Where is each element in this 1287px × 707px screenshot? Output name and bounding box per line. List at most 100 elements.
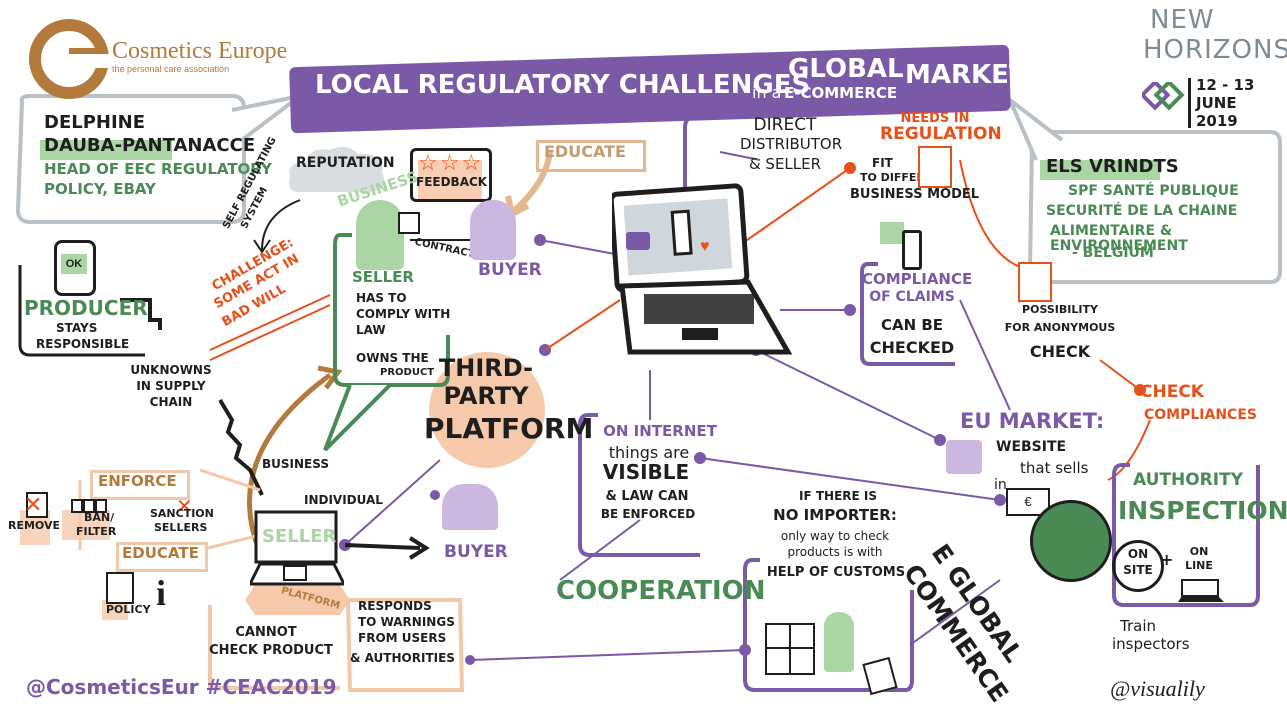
- basket-icon-2: [946, 440, 982, 474]
- eu-market-l1: WEBSITE: [996, 439, 1067, 455]
- speaker-right-line2: SECURITÉ DE LA CHAINE: [1046, 203, 1238, 219]
- title-part3-top: GLOBAL: [788, 54, 904, 84]
- event-line2: HORIZONS: [1143, 35, 1287, 65]
- boxes-icon: [762, 618, 818, 678]
- on-line-1: ON: [1189, 545, 1209, 558]
- ban-l2: FILTER: [76, 525, 117, 538]
- event-line1: NEW: [1150, 5, 1215, 35]
- on-site-circle: [1112, 540, 1164, 592]
- buyer-bottom-person-icon: [442, 484, 498, 530]
- plus-label: +: [1160, 550, 1174, 569]
- cloud-icon: [286, 142, 392, 202]
- unknowns-line1: UNKNOWNS: [130, 363, 212, 377]
- educate-bottom-box: [116, 542, 208, 572]
- cannot-l2: CHECK PRODUCT: [209, 643, 333, 658]
- title-part3-bottom: e-COMMERCE: [784, 84, 898, 102]
- internet-l4: & LAW CAN: [605, 489, 689, 504]
- speaker-right-name: ELS VRINDTS: [1046, 156, 1179, 177]
- event-month: JUNE: [1196, 94, 1237, 112]
- seller-box-l3: LAW: [356, 323, 386, 337]
- individual-label: INDIVIDUAL: [304, 493, 383, 507]
- eu-market-title: EU MARKET:: [960, 409, 1105, 433]
- seller-box-l2: COMPLY WITH: [356, 307, 451, 321]
- sanction-l1: SANCTION: [150, 507, 214, 520]
- feedback-label: FEEDBACK: [416, 175, 488, 189]
- on-line-2: LINE: [1185, 559, 1213, 572]
- seller-box-l4: OWNS the: [356, 351, 429, 365]
- title-part2: in a: [752, 83, 782, 102]
- basket-icon: [626, 232, 650, 250]
- person-icon: [356, 200, 404, 270]
- fit-l1: FIT: [872, 156, 893, 170]
- stars-icon: ☆☆☆: [418, 150, 484, 175]
- logo-ring: [28, 18, 111, 100]
- bottle-remove-icon: [26, 492, 48, 518]
- claims-l4: CHECKED: [869, 338, 955, 357]
- speaker-right-line1: SPF SANTÉ PUBLIQUE: [1068, 183, 1239, 199]
- ok-label: OK: [61, 254, 87, 274]
- document-icon-2: [1018, 262, 1052, 302]
- info-icon: i: [156, 573, 167, 613]
- buyer-bottom-label: BUYER: [444, 542, 508, 562]
- cross-icon: ✕: [24, 492, 43, 517]
- responds-l2: TO WARNINGS: [358, 615, 455, 629]
- event-year: 2019: [1196, 112, 1238, 130]
- thumbs-up-icon: [880, 222, 904, 244]
- responds-l4: & AUTHORITIES: [350, 651, 455, 665]
- producer-sub1: STAYS: [56, 321, 98, 335]
- authority-l1: AUTHORITY: [1132, 470, 1244, 490]
- name-highlight: [40, 140, 172, 160]
- third-party-l1: THIRD-: [438, 354, 534, 382]
- seller-top-label: SELLER: [352, 268, 414, 286]
- speaker-left-name1: DELPHINE: [44, 112, 146, 133]
- signature-label: @visualily: [1110, 676, 1205, 701]
- no-importer-l4: products is with: [787, 545, 883, 559]
- buyer-person-icon: [470, 200, 516, 260]
- needs-reg-l2: REGULATION: [880, 124, 1002, 144]
- anonymous-l1: POSSIBILITY: [1022, 303, 1098, 316]
- responds-l1: RESPONDS: [358, 599, 432, 613]
- name-highlight-right: [1040, 160, 1160, 180]
- remove-label: REMOVE: [8, 519, 61, 532]
- direct-l2: DISTRIBUTOR: [740, 135, 843, 153]
- feedback-bubble: [410, 148, 492, 202]
- check-l2: COMPLIANCES: [1144, 407, 1257, 423]
- responds-l3: FROM USERS: [358, 631, 447, 645]
- heart-icon: ♥: [700, 238, 710, 255]
- logo-tagline: the personal care association: [112, 64, 230, 74]
- educate-top-box: [536, 140, 646, 172]
- title-part4: MARKET: [905, 60, 1027, 90]
- authority-l2: INSPECTION: [1118, 496, 1287, 525]
- fit-l3: BUSINESS MODEL: [850, 187, 980, 202]
- claims-l1: COMPLIANCE: [862, 270, 973, 288]
- claims-l2: OF CLAIMS: [869, 289, 955, 305]
- cooperation-label: COOPERATION: [556, 576, 766, 606]
- eu-market-l2: that sells: [1020, 459, 1089, 477]
- internet-l3: VISIBLE: [602, 460, 690, 484]
- event-divider: [1188, 78, 1191, 128]
- anonymous-l2: FOR ANONYMOUS: [1004, 321, 1116, 334]
- eu-market-l3: in: [994, 477, 1007, 493]
- on-site-2: SITE: [1123, 563, 1153, 577]
- fit-l2: TO DIFFERENT: [860, 171, 950, 184]
- educate-bottom-label: EDUCATE: [122, 544, 199, 562]
- box-icon: [398, 212, 420, 234]
- globe-icon: [1030, 500, 1112, 582]
- speaker-right-line4: - BELGIUM: [1072, 245, 1154, 261]
- on-site-1: ON: [1127, 547, 1149, 561]
- internet-l1: ON INTERNET: [603, 422, 717, 440]
- business-bottom-label: BUSINESS: [262, 457, 329, 471]
- enforce-label: ENFORCE: [98, 472, 177, 490]
- policy-label: POLICY: [106, 603, 151, 616]
- buyer-top-label: BUYER: [478, 260, 542, 280]
- laptop-icon: [608, 176, 793, 356]
- internet-l2: things are: [608, 443, 690, 462]
- no-importer-l3: only way to check: [780, 529, 890, 543]
- logo-name: Cosmetics Europe: [112, 38, 288, 64]
- unknowns-line2: IN SUPPLY: [136, 379, 206, 393]
- euro-note-icon: €: [1006, 488, 1050, 516]
- policy-document-icon: [106, 572, 134, 604]
- third-party-l3: PLATFORM: [424, 412, 594, 445]
- no-importer-l2: NO IMPORTER:: [773, 506, 897, 524]
- third-party-l2: PARTY: [443, 382, 529, 410]
